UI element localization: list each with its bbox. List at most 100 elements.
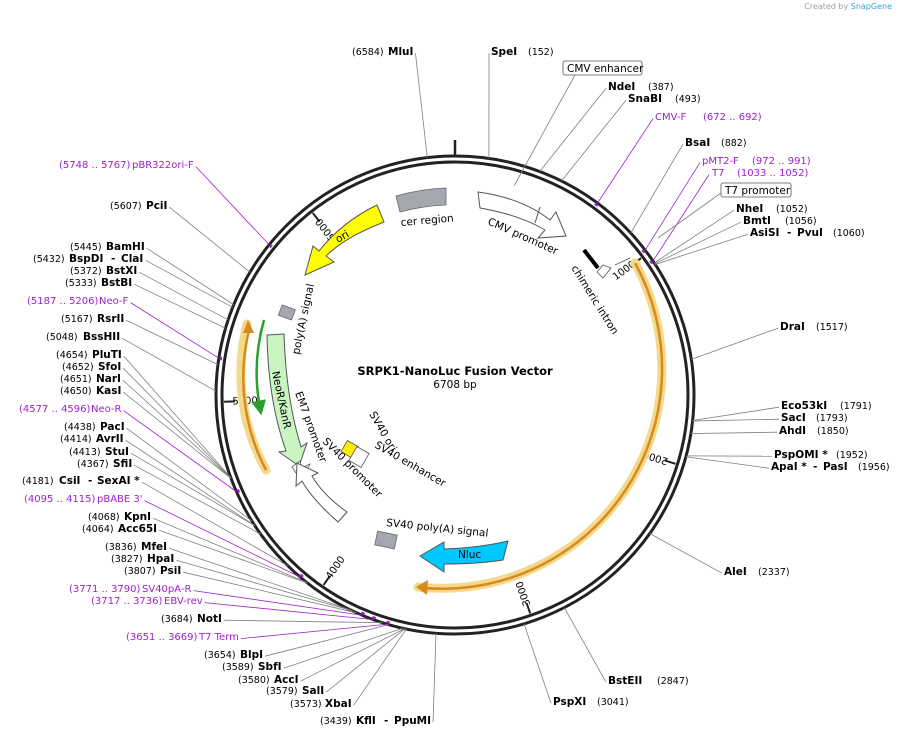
primer-label-t7-term[interactable]: (3651 .. 3669)T7 Term — [126, 632, 239, 643]
leader-line — [685, 456, 770, 469]
site-label-ahdi[interactable]: AhdI(1850) — [779, 425, 849, 437]
site-name-2: PpuMI — [394, 715, 431, 727]
primer-label-pbr322ori-f[interactable]: (5748 .. 5767)pBR322ori-F — [59, 160, 194, 171]
site-label-eco53ki[interactable]: Eco53kI(1791) — [781, 400, 872, 412]
site-label-bstxi[interactable]: (5372)BstXI — [70, 265, 137, 277]
leader-line — [134, 464, 261, 535]
site-label-sali[interactable]: (3579)SalI — [266, 685, 324, 697]
primer-label-pmt2-f[interactable]: pMT2-F(972 .. 991) — [702, 156, 811, 167]
primer-name: pBR322ori-F — [132, 160, 194, 171]
leader-line — [649, 533, 723, 574]
leader-line — [195, 166, 270, 245]
site-label-drai[interactable]: DraI(1517) — [780, 321, 848, 333]
site-label-kasi[interactable]: (4650)KasI — [60, 385, 121, 397]
site-label-alei[interactable]: AleI(2337) — [724, 566, 790, 578]
leader-line — [691, 327, 779, 360]
site-label-psii[interactable]: (3807)PsiI — [124, 565, 181, 577]
site-label-saci[interactable]: SacI(1793) — [781, 412, 848, 424]
site-label-pcii[interactable]: (5607)PciI — [110, 200, 167, 212]
primer-mark — [371, 615, 377, 620]
site-label-kfli-ppumi[interactable]: (3439)KflI-PpuMI — [320, 715, 431, 727]
site-name: BamHI — [106, 241, 145, 253]
site-label-sbfi[interactable]: (3589)SbfI — [222, 661, 282, 673]
site-name: KasI — [96, 385, 121, 397]
leader-line — [432, 633, 437, 723]
site-label-mfei[interactable]: (3836)MfeI — [105, 541, 167, 553]
leader-line — [653, 209, 735, 264]
cer-region-label: cer region — [400, 212, 454, 229]
site-name: NotI — [197, 613, 222, 625]
leader-line — [134, 283, 226, 329]
site-name-2: ClaI — [121, 253, 143, 265]
site-label-spei[interactable]: SpeI(152) — [491, 46, 554, 58]
site-label-nhei[interactable]: NheI(1052) — [736, 203, 808, 215]
brand-name: SnapGene — [850, 2, 892, 11]
site-label-pspomi[interactable]: PspOMI *(1952) — [774, 449, 868, 461]
site-label-apai-pasi[interactable]: ApaI *-PasI(1956) — [771, 461, 890, 473]
primer-range: (4095 .. 4115) — [24, 494, 96, 505]
primer-range: (1033 .. 1052) — [737, 168, 809, 179]
primer-label-cmv-f[interactable]: CMV-F(672 .. 692) — [655, 112, 762, 123]
site-name: RsrII — [97, 313, 124, 325]
site-pos: (3684) — [161, 614, 193, 625]
site-label-acc65i[interactable]: (4064)Acc65I — [82, 523, 157, 535]
backbone-inner — [220, 160, 690, 630]
site-label-asisi-pvui[interactable]: AsiSI-PvuI(1060) — [750, 227, 865, 239]
site-label-acci[interactable]: (3580)AccI — [238, 674, 298, 686]
site-pos: (5445) — [70, 242, 102, 253]
primer-mark — [299, 573, 304, 578]
site-label-bsteii[interactable]: BstEII(2847) — [608, 675, 689, 687]
site-label-snabi[interactable]: SnaBI(493) — [628, 93, 701, 105]
site-label-rsrii[interactable]: (5167)RsrII — [61, 313, 124, 325]
primer-label-t7[interactable]: T7(1033 .. 1052) — [711, 168, 809, 179]
primer-label-neo-r[interactable]: (4577 .. 4596)Neo-R — [19, 404, 122, 415]
leader-line — [130, 452, 256, 527]
site-label-bsai[interactable]: BsaI(882) — [685, 137, 747, 149]
primer-label-neo-f[interactable]: (5187 .. 5206)Neo-F — [27, 296, 129, 307]
site-label-avrii[interactable]: (4414)AvrII — [60, 433, 124, 445]
site-label-csii-sexai[interactable]: (4181)CsiI-SexAI * — [22, 475, 140, 487]
site-name: BspDI — [69, 253, 103, 265]
site-name: CsiI — [59, 475, 80, 487]
leader-line — [523, 623, 552, 704]
site-label-sfoi[interactable]: (4652)SfoI — [62, 361, 121, 373]
scale-tick-label: 4000 — [324, 554, 348, 581]
site-pos: (4654) — [56, 350, 88, 361]
sv40-enhancer-label: SV40 enhancer — [373, 439, 449, 490]
site-label-bspdi-clai[interactable]: (5432)BspDI-ClaI — [33, 253, 143, 265]
site-label-kpni[interactable]: (4068) KpnI — [88, 511, 151, 523]
primer-label-pbabe-3[interactable]: (4095 .. 4115)pBABE 3' — [24, 494, 143, 505]
site-label-xbai[interactable]: (3573)XbaI — [290, 698, 352, 710]
site-label-blpi[interactable]: (3654)BlpI — [204, 649, 263, 661]
site-label-paci[interactable]: (4438)PacI — [64, 421, 125, 433]
orf-left-arc — [242, 329, 268, 471]
polya-signal-label: poly(A) signal — [290, 283, 317, 356]
site-label-pspxi[interactable]: PspXI(3041) — [553, 696, 629, 708]
site-label-sfii[interactable]: (4367)SfiI — [77, 458, 132, 470]
site-label-bstbi[interactable]: (5333)BstBI — [65, 277, 132, 289]
site-name: PciI — [146, 200, 167, 212]
site-label-hpai[interactable]: (3827)HpaI — [111, 553, 174, 565]
site-pos: (1791) — [840, 401, 872, 412]
svg-text:-: - — [384, 715, 388, 727]
chimeric-intron-arrow — [596, 264, 612, 279]
site-label-noti[interactable]: (3684) NotI — [161, 613, 222, 625]
sv40-polya-box — [374, 530, 398, 550]
site-label-stui[interactable]: (4413)StuI — [69, 446, 129, 458]
site-label-bsshii[interactable]: (5048)BssHII — [46, 331, 120, 343]
site-name: SfoI — [98, 361, 121, 373]
site-label-bmti[interactable]: BmtI(1056) — [743, 215, 817, 227]
site-name: KpnI — [124, 511, 151, 523]
site-label-ndei[interactable]: NdeI(387) — [608, 81, 674, 93]
site-name: PacI — [100, 421, 125, 433]
site-label-mlui[interactable]: (6584)MluI — [352, 46, 413, 58]
site-label-bamhi[interactable]: (5445) BamHI — [70, 241, 145, 253]
site-name: DraI — [780, 321, 805, 333]
primer-name: pBABE 3' — [97, 494, 143, 505]
site-pos: (4068) — [88, 512, 120, 523]
primer-label-ebv-rev[interactable]: (3717 .. 3736)EBV-rev — [91, 596, 203, 607]
site-pos: (1952) — [836, 450, 868, 461]
site-label-nari[interactable]: (4651)NarI — [60, 373, 121, 385]
site-label-pluti[interactable]: (4654)PluTI — [56, 349, 122, 361]
primer-label-sv40pa-r[interactable]: (3771 .. 3790)SV40pA-R — [69, 584, 191, 595]
